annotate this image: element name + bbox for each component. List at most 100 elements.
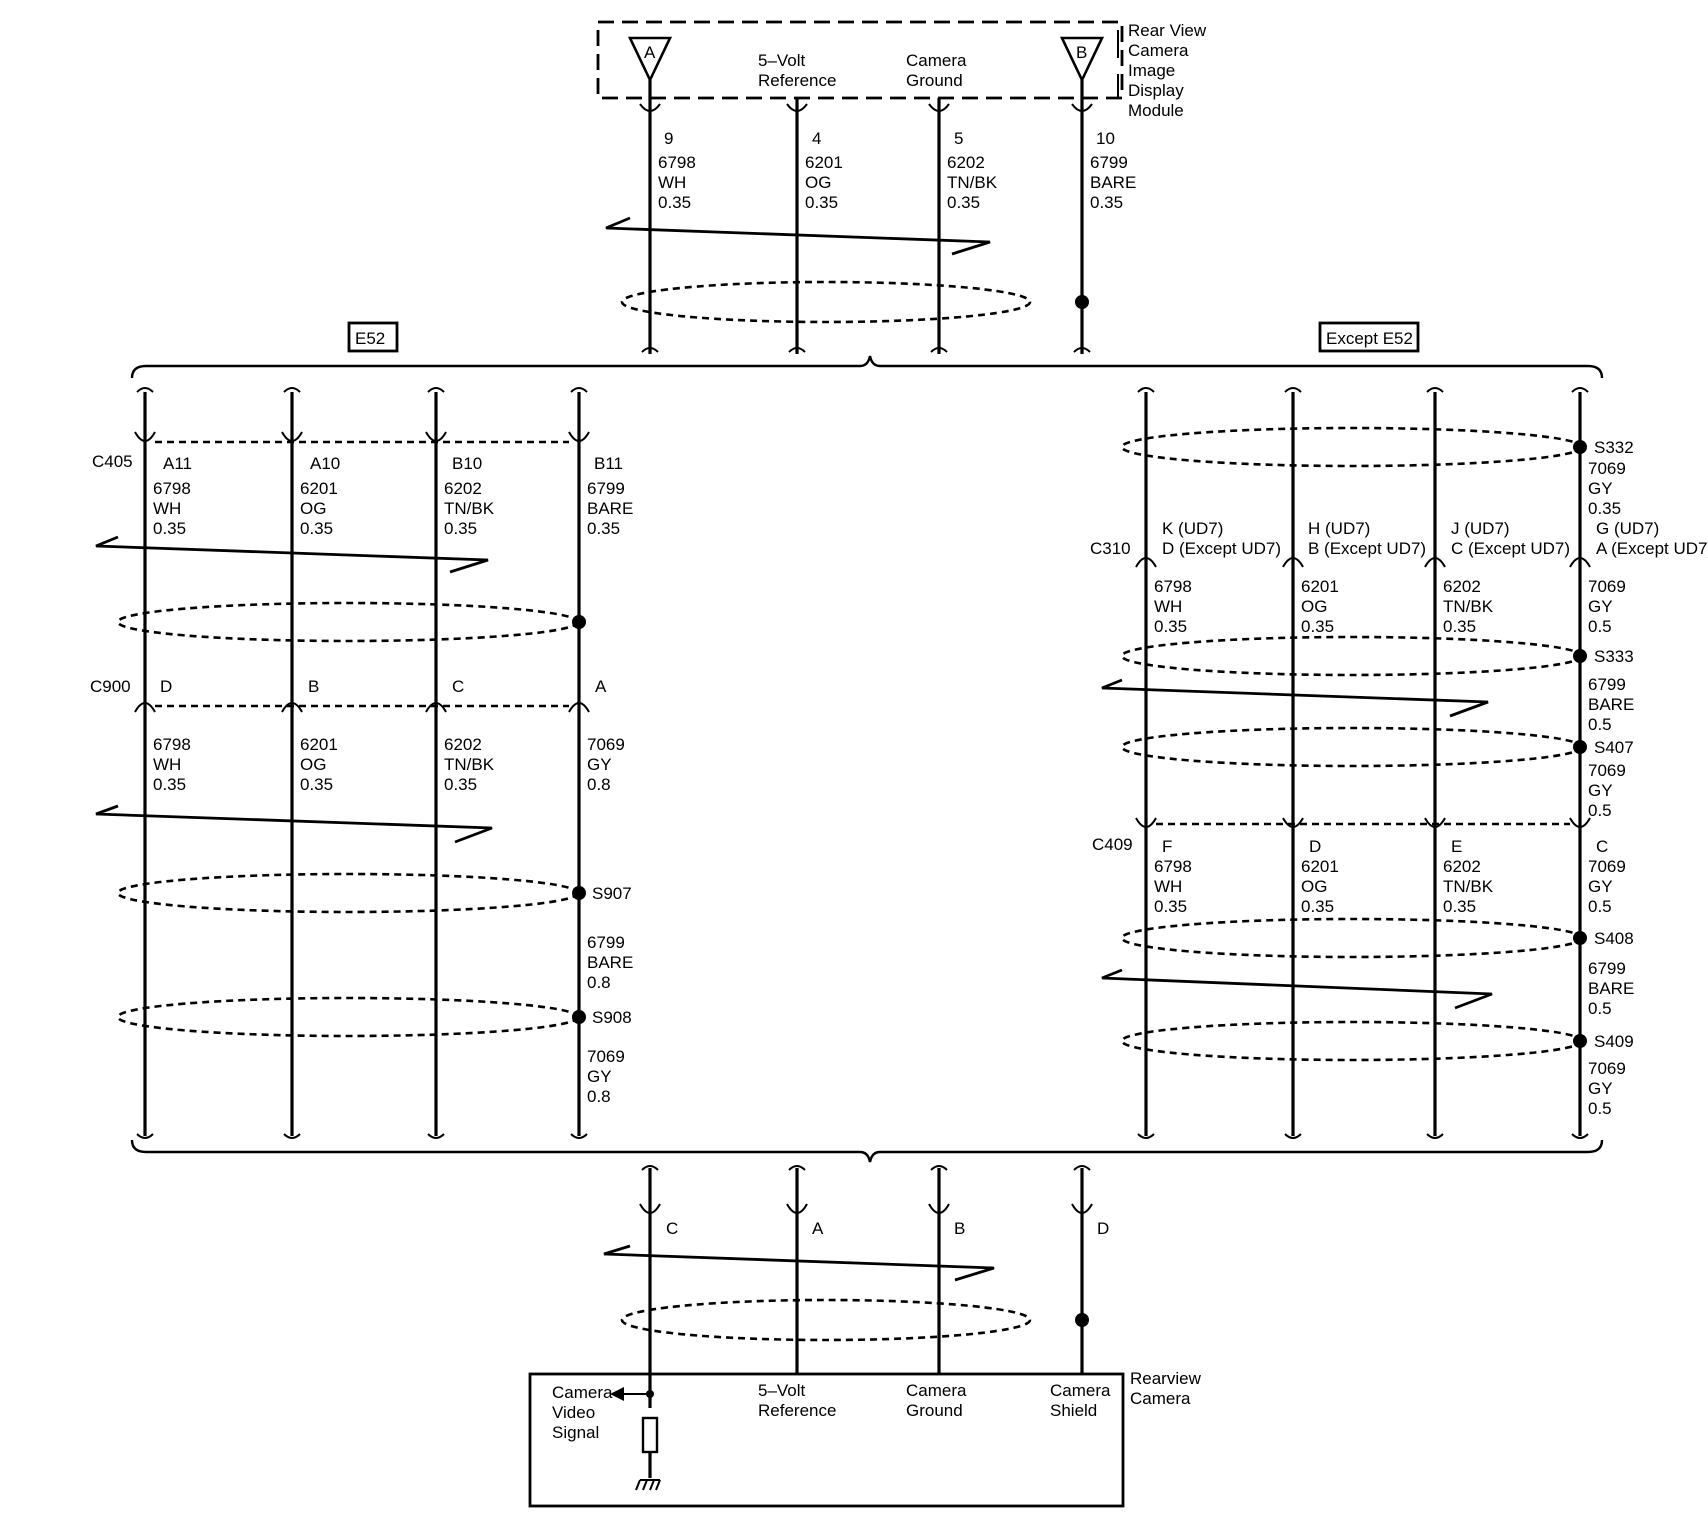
c409-wire-3-circuit: 6202 <box>1443 857 1481 876</box>
top-brace <box>130 355 1604 379</box>
rearview-camera-module: Camera Video Signal 5–Volt Reference Cam… <box>528 1369 1202 1508</box>
c405-wire-3-color: TN/BK <box>444 499 495 518</box>
top-wire-3-pin: 5 <box>954 129 963 148</box>
c310-wire-2-color: OG <box>1301 597 1327 616</box>
s407-dot <box>1573 740 1587 754</box>
s332-wire-color: GY <box>1588 479 1613 498</box>
c310-pin-3-ud7: J (UD7) <box>1451 519 1510 538</box>
resistor-icon <box>641 1416 659 1454</box>
right-wires <box>1101 387 1591 1139</box>
ground-icon <box>635 1479 661 1491</box>
top-wire-3-size: 0.35 <box>947 193 980 212</box>
c900-wire-2-color: OG <box>300 755 326 774</box>
c310-wire-3-circuit: 6202 <box>1443 577 1481 596</box>
bottom-ref-label-1: 5–Volt <box>758 1381 806 1400</box>
s407-label: S407 <box>1594 738 1634 757</box>
top-wire-labels: 9 6798 WH 0.35 4 6201 OG 0.35 5 6202 TN/… <box>658 129 1136 212</box>
top-wire-4-size: 0.35 <box>1090 193 1123 212</box>
top-wire-1-pin: 9 <box>664 129 673 148</box>
c409-wire-4-size: 0.5 <box>1588 897 1612 916</box>
top-module-name: Rear View Camera Image Display Module <box>1117 21 1207 120</box>
s408-wire-color: BARE <box>1588 979 1634 998</box>
c310-pin-2-ud7: H (UD7) <box>1308 519 1370 538</box>
c409-wire-2-size: 0.35 <box>1301 897 1334 916</box>
camera-module-name-line-2: Camera <box>1130 1389 1191 1408</box>
top-wire-3-color: TN/BK <box>947 173 998 192</box>
c405-label: C405 <box>92 452 133 471</box>
c409-label: C409 <box>1092 835 1133 854</box>
s907-dot <box>572 886 586 900</box>
camera-module-name-line-1: Rearview <box>1130 1369 1202 1388</box>
c409-wire-4-color: GY <box>1588 877 1613 896</box>
s332-dot <box>1573 440 1587 454</box>
c310-pin-1-except: D (Except UD7) <box>1162 539 1281 558</box>
bottom-wires <box>603 1165 1093 1408</box>
bottom-shield-label-2: Shield <box>1050 1401 1097 1420</box>
s907-wire-color: BARE <box>587 953 633 972</box>
s907-label: S907 <box>592 884 632 903</box>
top-wire-2-circuit: 6201 <box>805 153 843 172</box>
s333-label: S333 <box>1594 647 1634 666</box>
c405-wire-4-color: BARE <box>587 499 633 518</box>
s407-wire-color: GY <box>1588 781 1613 800</box>
c409-wire-3-color: TN/BK <box>1443 877 1494 896</box>
c900-label: C900 <box>90 677 131 696</box>
s333-wire-size: 0.5 <box>1588 715 1612 734</box>
top-wire-3-circuit: 6202 <box>947 153 985 172</box>
c310-wire-2-size: 0.35 <box>1301 617 1334 636</box>
c900-wire-3-circuit: 6202 <box>444 735 482 754</box>
video-output-arrow-icon <box>610 1387 624 1401</box>
s408-wire-size: 0.5 <box>1588 999 1612 1018</box>
bottom-gnd-label-2: Ground <box>906 1401 963 1420</box>
bottom-gnd-label-1: Camera <box>906 1381 967 1400</box>
s408-dot <box>1573 931 1587 945</box>
c900-wire-2-size: 0.35 <box>300 775 333 794</box>
c405-wire-3-circuit: 6202 <box>444 479 482 498</box>
s908-wire-color: GY <box>587 1067 612 1086</box>
c310-label: C310 <box>1090 539 1131 558</box>
top-shield-splice-dot <box>1075 295 1089 309</box>
top-module-name-line-4: Display <box>1128 81 1184 100</box>
s409-label: S409 <box>1594 1032 1634 1051</box>
top-wires <box>605 80 1093 354</box>
top-wire-1-circuit: 6798 <box>658 153 696 172</box>
s908-dot <box>572 1010 586 1024</box>
c310-wire-2-circuit: 6201 <box>1301 577 1339 596</box>
bottom-shield-label-1: Camera <box>1050 1381 1111 1400</box>
c900-wire-1-size: 0.35 <box>153 775 186 794</box>
top-wire-4-pin: 10 <box>1096 129 1115 148</box>
option-e52: E52 <box>347 321 399 353</box>
top-module-name-line-3: Image <box>1128 61 1175 80</box>
left-wires <box>95 387 590 1139</box>
c310-pin-2-except: B (Except UD7) <box>1308 539 1426 558</box>
c409-wire-4-circuit: 7069 <box>1588 857 1626 876</box>
top-wire-2-color: OG <box>805 173 831 192</box>
c310-wire-3-color: TN/BK <box>1443 597 1494 616</box>
c405-pin-3: B10 <box>452 454 482 473</box>
s907-wire-size: 0.8 <box>587 973 611 992</box>
top-ref-label-2: Reference <box>758 71 836 90</box>
c405-wire-4-circuit: 6799 <box>587 479 625 498</box>
top-module-boundary <box>596 20 1124 100</box>
c405-pin-4: B11 <box>594 454 623 473</box>
s408-wire-circuit: 6799 <box>1588 959 1626 978</box>
s409-wire-circuit: 7069 <box>1588 1059 1626 1078</box>
c405-wire-1-size: 0.35 <box>153 519 186 538</box>
c409-wire-1-size: 0.35 <box>1154 897 1187 916</box>
top-wire-2-pin: 4 <box>812 129 821 148</box>
c310-pin-3-except: C (Except UD7) <box>1451 539 1570 558</box>
c405-wire-1-circuit: 6798 <box>153 479 191 498</box>
s409-dot <box>1573 1034 1587 1048</box>
c310-pin-4-ud7: G (UD7) <box>1596 519 1659 538</box>
c900-wire-3-color: TN/BK <box>444 755 495 774</box>
top-ref-label-1: 5–Volt <box>758 51 806 70</box>
c900-wire-4-circuit: 7069 <box>587 735 625 754</box>
top-wire-1-color: WH <box>658 173 686 192</box>
c900-pin-1: D <box>160 677 172 696</box>
s332-wire-circuit: 7069 <box>1588 459 1626 478</box>
top-module-name-line-1: Rear View <box>1128 21 1207 40</box>
left-shield-dot-1 <box>572 615 586 629</box>
c900-wire-1-color: WH <box>153 755 181 774</box>
top-module-name-line-5: Module <box>1128 101 1184 120</box>
